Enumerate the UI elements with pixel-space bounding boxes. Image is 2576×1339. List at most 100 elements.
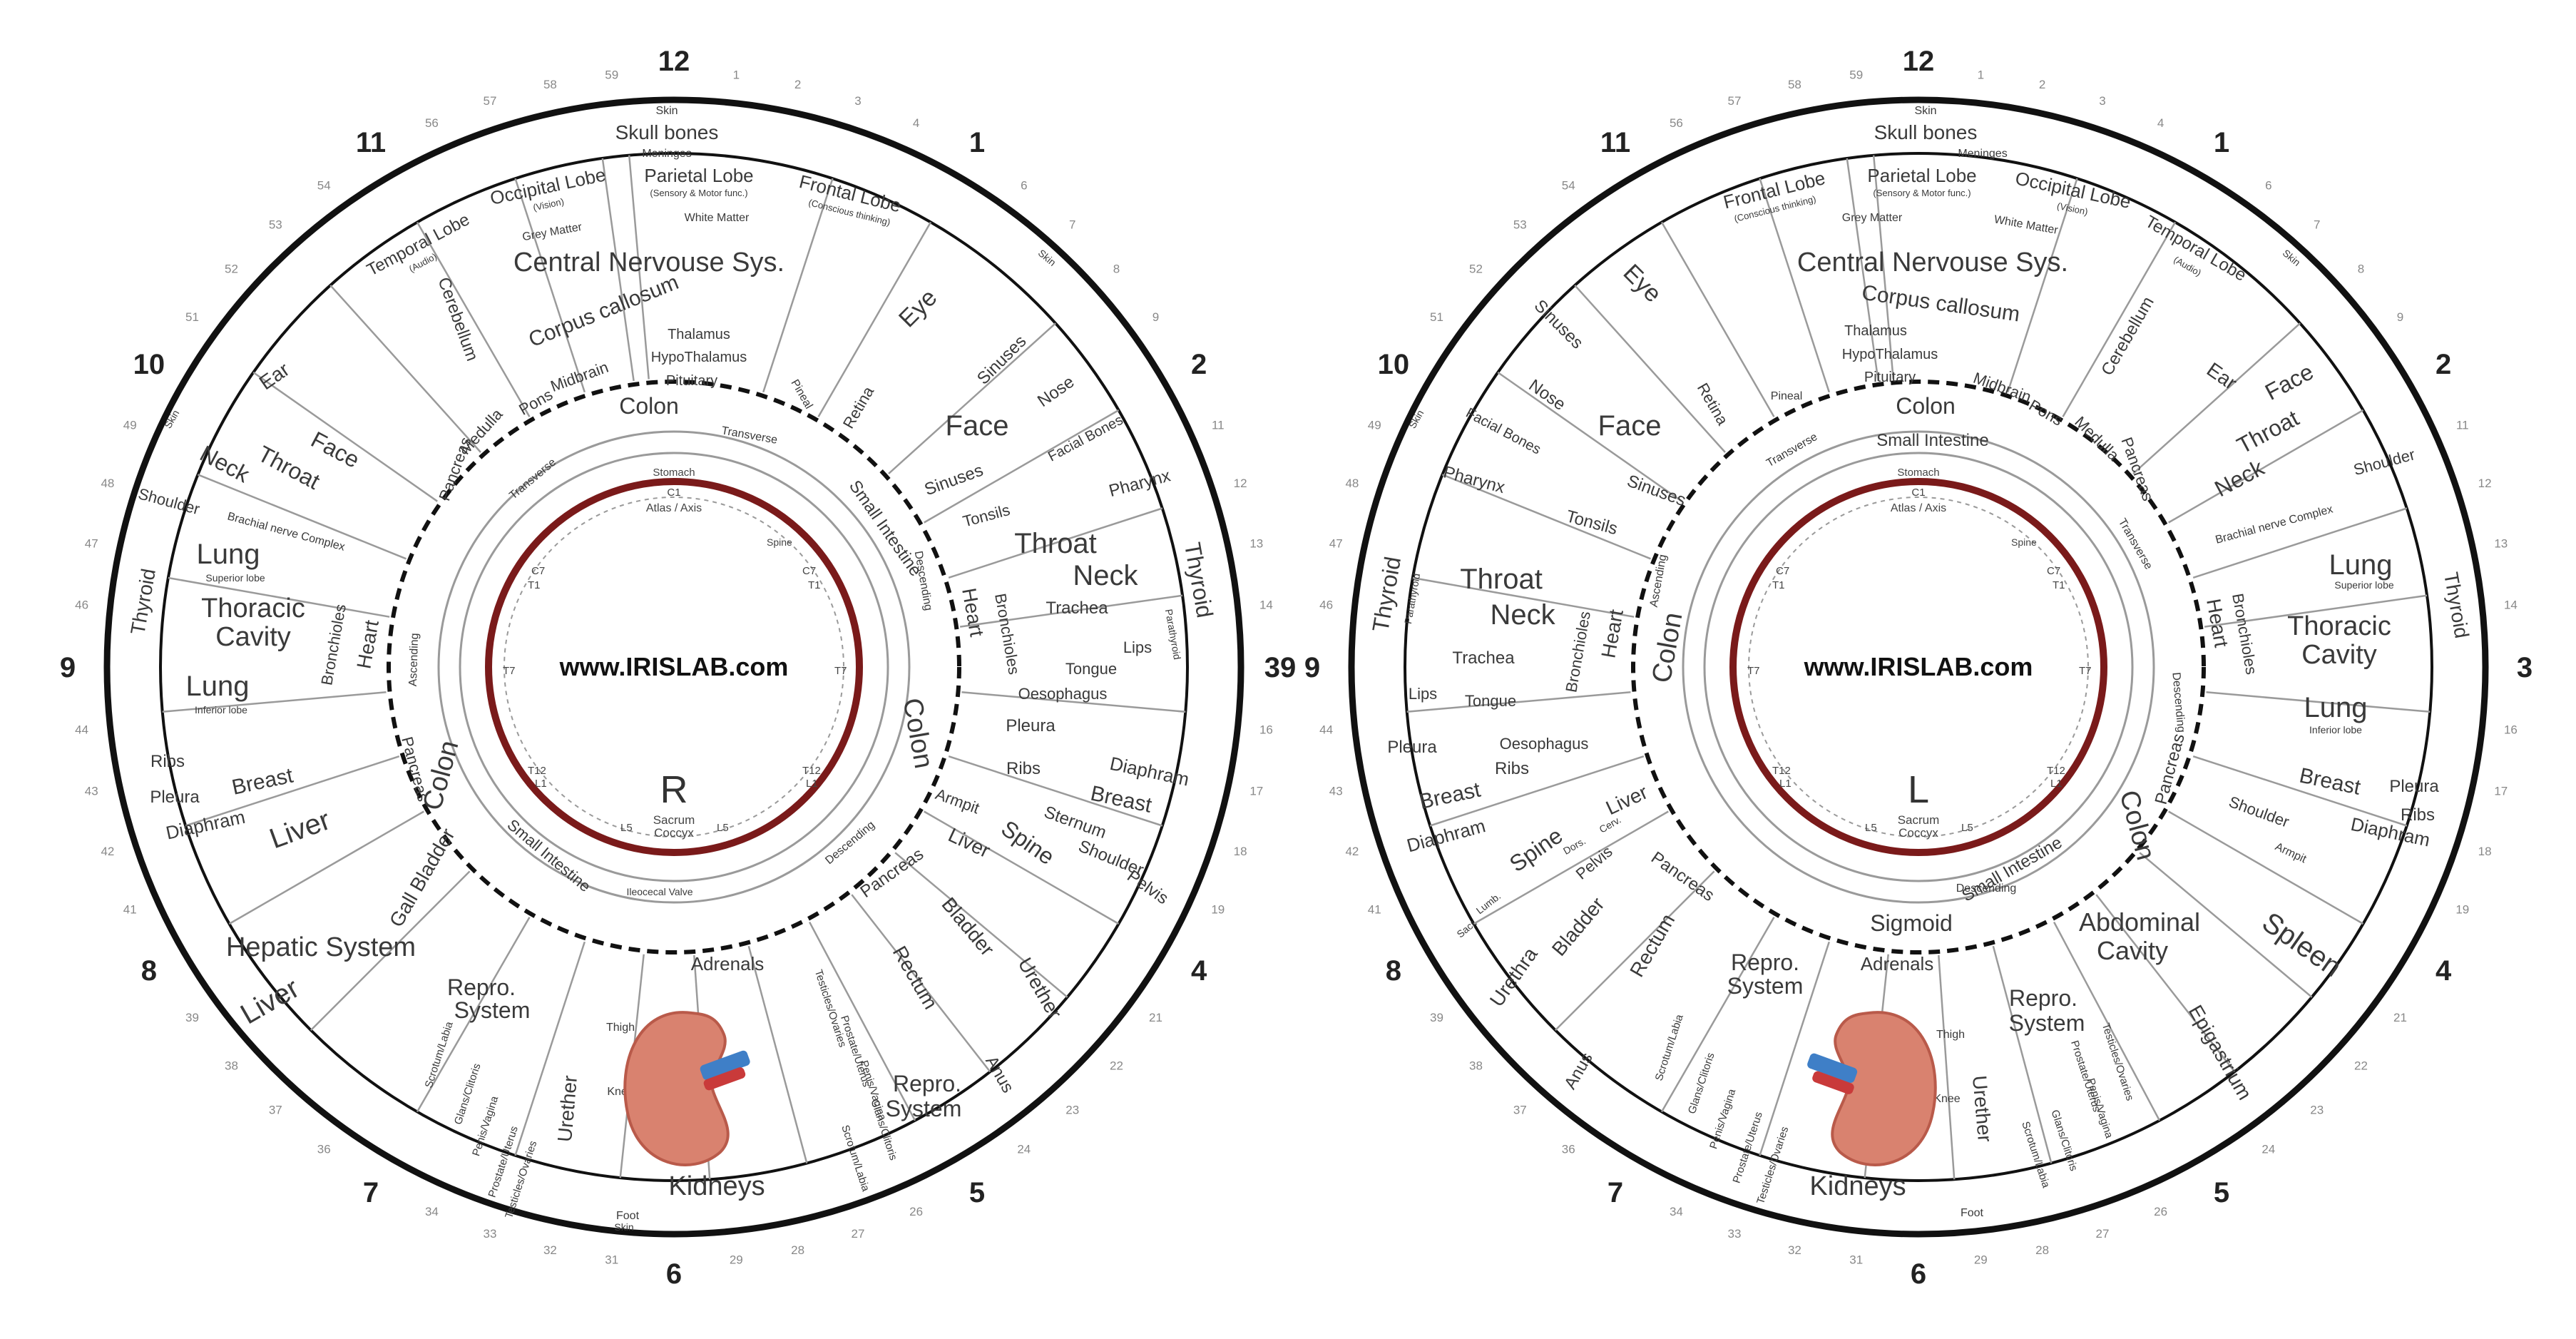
minute-label: 47	[85, 536, 98, 550]
minute-label: 33	[484, 1227, 497, 1241]
zone-divider	[948, 755, 1163, 827]
minute-label: 43	[85, 785, 98, 798]
system-left-label: System	[1727, 973, 1804, 999]
system-right-label: System	[2009, 1010, 2085, 1036]
repro-right-label: Repro.	[2009, 985, 2077, 1011]
zone-divider	[2062, 221, 2177, 417]
corpus-label: Corpus callosum	[1860, 281, 2021, 327]
hour-label: 8	[1386, 955, 1401, 987]
heart-right-label: Heart	[2202, 597, 2232, 649]
vein-blue	[700, 1050, 750, 1080]
sacrum-label: Sacrum	[1898, 813, 1940, 827]
tongue-label: Tongue	[1065, 660, 1117, 678]
lung-top-sub-label: Superior lobe	[2334, 579, 2393, 591]
side-letter: L	[1908, 768, 1929, 811]
stomach-label: Stomach	[1897, 467, 1939, 479]
white-matter-label: White Matter	[1993, 213, 2060, 237]
minute-label: 51	[1430, 310, 1443, 324]
zone-divider	[628, 155, 650, 380]
eye-label: Eye	[894, 284, 942, 332]
facial-bones-label: Facial Bones	[1463, 405, 1543, 458]
skin-bottom-label: Skin	[614, 1221, 633, 1233]
bronchioles-right-label: Bronchioles	[2229, 592, 2261, 676]
minute-label: 9	[2397, 310, 2403, 324]
zone-divider	[1473, 810, 1669, 925]
zone-divider	[924, 810, 1120, 925]
kidneys-label: Kidneys	[668, 1171, 765, 1201]
zone-divider	[1412, 576, 1635, 618]
pituitary-label: Pituitary	[1864, 370, 1916, 385]
minute-label: 44	[75, 723, 88, 736]
rectum-label: Rectum	[889, 942, 942, 1013]
sinuses-top-label: Sinuses	[973, 332, 1030, 388]
zone-divider	[1938, 954, 1956, 1180]
c7-right-label: C7	[802, 565, 816, 577]
thoracic-label: Thoracic	[2287, 611, 2391, 641]
pharynx-label: Pharynx	[1107, 466, 1172, 501]
minute-label: 49	[1368, 418, 1381, 432]
minute-label: 3	[2099, 94, 2105, 108]
cavity-label: Cavity	[215, 622, 291, 652]
zone-divider	[514, 178, 586, 393]
hepatic-label: Hepatic System	[226, 932, 416, 962]
zone-divider	[948, 507, 1163, 579]
minute-label: 14	[1259, 599, 1273, 612]
l1-left-label: L1	[1779, 778, 1792, 790]
scrotum-label: Scrotum/Labia	[839, 1124, 872, 1193]
minute-label: 18	[1234, 845, 1247, 858]
breast-right-label: Breast	[2297, 764, 2363, 800]
liver-right-label: Liver	[945, 824, 993, 862]
t1-left-label: T1	[1772, 579, 1785, 591]
zone-divider	[1759, 178, 1830, 393]
coccyx-label: Coccyx	[654, 826, 694, 840]
pancreas-right-label: Pancreas	[857, 845, 927, 902]
zone-divider	[514, 941, 586, 1156]
minute-label: 43	[1329, 785, 1343, 798]
zone-divider	[1846, 158, 1879, 382]
hour-label: 4	[1191, 955, 1207, 987]
minute-label: 16	[1259, 723, 1273, 736]
minute-label: 26	[2154, 1205, 2167, 1218]
zone-ring	[1404, 152, 2433, 1182]
zone-divider	[416, 221, 531, 417]
minute-label: 7	[2314, 218, 2320, 232]
minute-label: 51	[185, 310, 199, 324]
neck-right-label: Neck	[2210, 454, 2269, 502]
t7-right-label: T7	[834, 665, 847, 677]
minute-label: 57	[1728, 94, 1742, 108]
zone-divider	[2192, 755, 2408, 827]
ileocecal-label: Ileocecal Valve	[626, 886, 692, 897]
lips-label: Lips	[1123, 638, 1152, 656]
trachea-label: Trachea	[1046, 599, 1108, 618]
minute-label: 46	[1319, 599, 1333, 612]
hour-label: 5	[2214, 1177, 2229, 1208]
transverse-left-label: Transverse	[507, 456, 558, 502]
t12-left-label: T12	[528, 765, 546, 777]
minute-label: 19	[1211, 903, 1225, 917]
atlas-label: Atlas / Axis	[646, 502, 702, 514]
minute-label: 21	[1149, 1011, 1162, 1024]
zone-divider	[1660, 917, 1775, 1113]
t12-left-label: T12	[1772, 765, 1791, 777]
hypothalamus-label: HypoThalamus	[1842, 347, 1938, 362]
intestine-ring	[437, 430, 911, 904]
hour-label: 5	[969, 1177, 985, 1208]
cerebellum-label: Cerebellum	[2097, 293, 2158, 379]
face-left-label: Face	[307, 427, 364, 473]
ribs-right-label: Ribs	[1006, 759, 1041, 778]
transverse-right-label: Transverse	[2116, 516, 2155, 571]
minute-label: 48	[101, 477, 114, 490]
bronchioles-label: Bronchioles	[1562, 610, 1594, 694]
lung-bottom-sub-label: Inferior lobe	[2309, 724, 2362, 735]
hour-label: 39	[1264, 652, 1297, 683]
minute-label: 52	[225, 262, 238, 275]
collarette-ring	[387, 380, 961, 954]
pupil-ring	[485, 478, 863, 856]
coccyx-label: Coccyx	[1898, 826, 1938, 840]
lung-bottom-label: Lung	[2304, 692, 2368, 723]
atlas-label: Atlas / Axis	[1891, 502, 1946, 514]
minute-label: 26	[909, 1205, 923, 1218]
colon-top-label: Colon	[1896, 393, 1956, 419]
